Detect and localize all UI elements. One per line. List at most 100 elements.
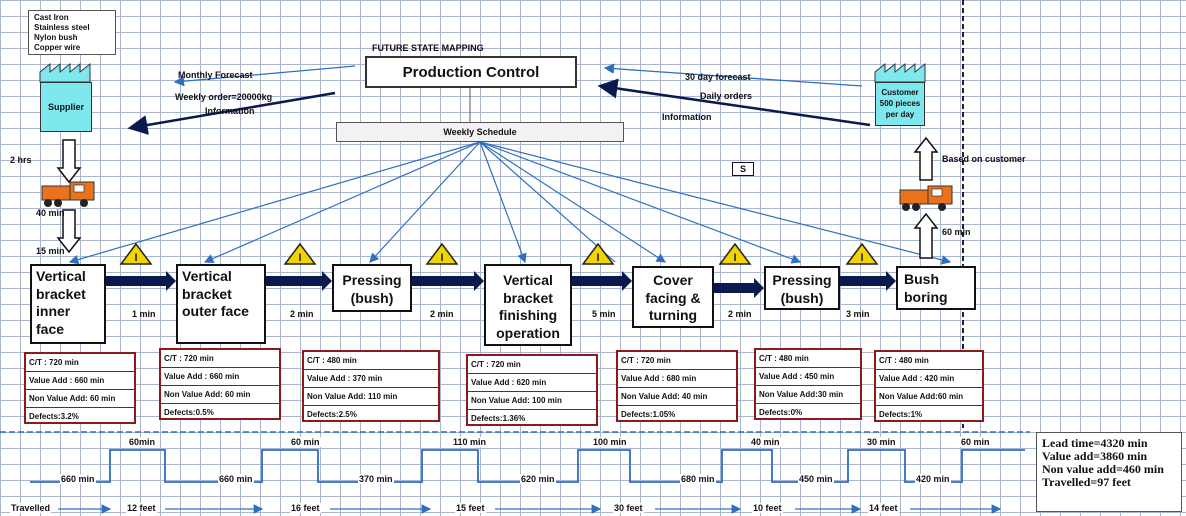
non-value-add: Non Value Add:30 min [756,386,860,404]
material-item: Cast Iron [34,13,69,22]
svg-text:I: I [733,252,736,264]
customer-box: Customer 500 pieces per day [875,82,925,126]
non-value-add: Non Value Add: 100 min [468,392,596,410]
process-box: Pressing (bush) [332,264,412,312]
value-add: Value Add : 450 min [756,368,860,386]
timeline-wait-time: 60 min [960,437,991,447]
timeline-process-time: 620 min [520,474,556,484]
customer-demand: 500 pieces [879,99,921,108]
weekly-order-label: Weekly order=20000kg [175,92,273,102]
timeline-wait-time: 110 min [452,437,488,447]
summary-box: Lead time=4320 min Value add=3860 min No… [1036,432,1182,512]
cycle-time: C/T : 720 min [468,356,596,374]
supplier-lead-time: 2 hrs [10,155,32,165]
info-right-label: Information [662,112,712,122]
process-data-box: C/T : 480 min Value Add : 370 min Non Va… [302,350,440,422]
production-control-label: Production Control [402,64,540,81]
supplier-truck-icon [41,181,95,207]
process-box: Cover facing & turning [632,266,714,328]
monthly-forecast-arrow [173,65,356,87]
monthly-forecast-label: Monthly Forecast [178,70,253,80]
material-item: Stainless steel [34,23,90,32]
defects: Defects:3.2% [29,412,79,421]
timeline-process-time: 660 min [218,474,254,484]
schedule-fan-lines [68,141,952,265]
value-add: Value Add : 420 min [876,370,982,388]
timeline-wait-time: 40 min [750,437,781,447]
signal-kanban: S [732,162,754,176]
svg-text:I: I [596,252,599,264]
timeline-process-time: 370 min [358,474,394,484]
process-name: Vertical bracket inner face [36,268,86,337]
process-data-box: C/T : 720 min Value Add : 680 min Non Va… [616,350,738,422]
info-left-label: Information [205,106,255,116]
process-name: Pressing (bush) [772,272,832,306]
weekly-schedule-label: Weekly Schedule [443,127,517,137]
non-value-add: Non Value Add:60 min [876,388,982,406]
travel-distance: 12 feet [126,503,157,513]
defects: Defects:2.5% [307,410,357,419]
timeline-wait-time: 100 min [592,437,628,447]
non-value-add: Non Value Add: 110 min [304,388,438,406]
timeline-wait-time: 30 min [866,437,897,447]
cycle-time: C/T : 480 min [304,352,438,370]
weekly-schedule-box: Weekly Schedule [336,122,624,142]
process-name: Bush boring [904,271,948,305]
cycle-time: C/T : 720 min [26,354,134,372]
value-add: Value Add : 680 min [618,370,736,388]
push-arrows [106,271,896,298]
non-value-add: Non Value Add: 40 min [618,388,736,406]
transfer-time: 2 min [290,309,314,319]
supplier-factory-icon [39,62,91,83]
materials-list: Cast Iron Stainless steel Nylon bush Cop… [28,10,116,55]
customer-demand-unit: per day [885,110,915,119]
timeline-wait-time: 60 min [290,437,321,447]
non-value-add: Non Value Add: 60 min [26,390,134,408]
inventory-triangles [119,242,879,265]
defects: Defects:0.5% [164,408,214,417]
forecast-in-arrow [603,63,863,87]
travelled-total: Travelled=97 feet [1042,475,1131,489]
customer-label: Customer [881,88,919,97]
travel-distance: 14 feet [868,503,899,513]
cycle-time: C/T : 720 min [618,352,736,370]
non-value-add: Non Value Add: 60 min [161,386,279,404]
transfer-time: 2 min [728,309,752,319]
svg-text:I: I [298,252,301,264]
timeline-step-line [30,449,1025,483]
value-add: Value Add : 660 min [26,372,134,390]
non-value-add-total: Non value add=460 min [1042,462,1164,476]
travel-distance: 30 feet [613,503,644,513]
customer-shipment-arrow [913,136,939,259]
travel-distance: 10 feet [752,503,783,513]
daily-orders-arrow [597,78,871,127]
cycle-time: C/T : 720 min [161,350,279,368]
diagram-title: FUTURE STATE MAPPING [372,43,484,53]
timeline-process-time: 660 min [60,474,96,484]
process-box: Bush boring [896,266,976,310]
svg-text:I: I [440,252,443,264]
timeline-process-time: 420 min [915,474,951,484]
process-data-box: C/T : 720 min Value Add : 660 min Non Va… [24,352,136,424]
defects: Defects:1% [879,410,923,419]
process-data-box: C/T : 480 min Value Add : 420 min Non Va… [874,350,984,422]
defects: Defects:0% [759,408,803,417]
production-control-box: Production Control [365,56,577,88]
transfer-time: 5 min [592,309,616,319]
transfer-time: 1 min [132,309,156,319]
cycle-time: C/T : 480 min [756,350,860,368]
supplier-label: Supplier [47,102,84,112]
cycle-time: C/T : 480 min [876,352,982,370]
process-name: Pressing (bush) [342,272,402,306]
transfer-time: 2 min [430,309,454,319]
process-data-box: C/T : 480 min Value Add : 450 min Non Va… [754,348,862,420]
customer-basis-label: Based on customer [942,154,1026,164]
travel-distance: 15 feet [455,503,486,513]
lead-time: Lead time=4320 min [1042,436,1148,450]
value-add: Value Add : 370 min [304,370,438,388]
value-add-total: Value add=3860 min [1042,449,1148,463]
daily-orders-label: Daily orders [700,91,753,101]
timeline-process-time: 680 min [680,474,716,484]
process-name: Vertical bracket finishing operation [496,272,560,341]
travel-label: Travelled [10,503,52,513]
